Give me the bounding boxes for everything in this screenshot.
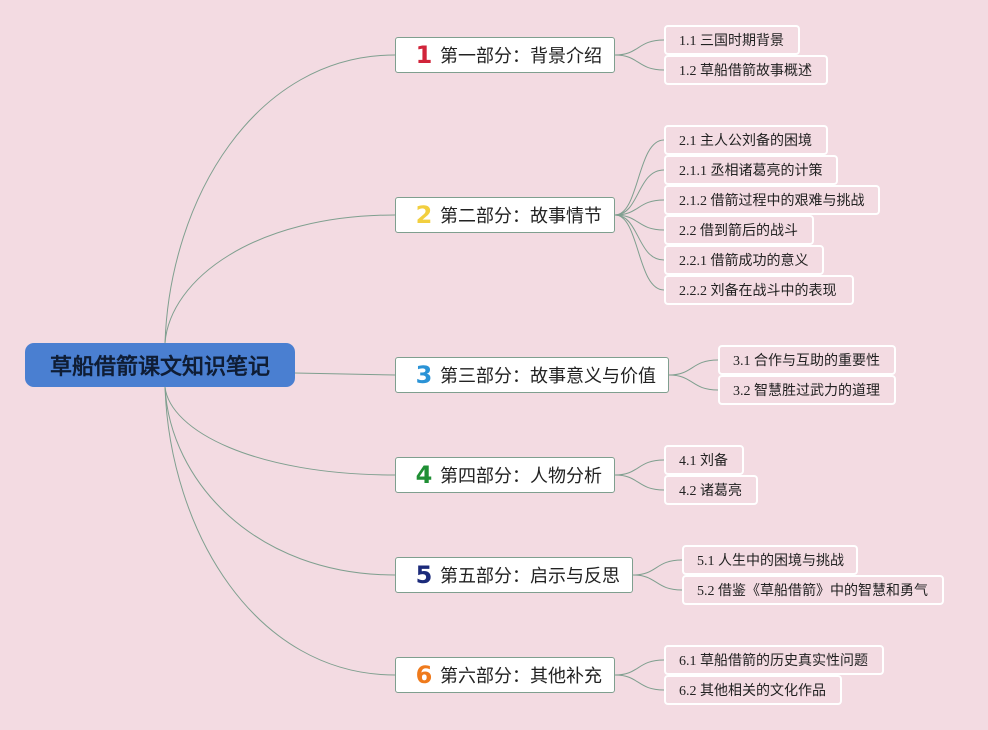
leaf-link-2-2 [614,169,665,216]
leaf-link-4-1 [614,459,665,476]
leaf-3-1[interactable]: 3.1 合作与互助的重要性 [718,345,896,375]
leaf-link-2-6 [614,214,665,291]
branch-label-5: 第五部分：启示与反思 [440,566,620,587]
branch-number-6: 6 [415,661,433,689]
leaf-link-2-1 [614,139,665,216]
leaf-4-1[interactable]: 4.1 刘备 [664,445,744,475]
branch-2[interactable]: 2 第二部分：故事情节 [395,197,615,233]
branch-number-4: 4 [415,461,433,489]
leaf-link-2-5 [614,214,665,261]
root-link-1 [164,54,396,344]
leaf-5-1[interactable]: 5.1 人生中的困境与挑战 [682,545,858,575]
leaf-link-3-2 [668,374,719,391]
leaf-1-2[interactable]: 1.2 草船借箭故事概述 [664,55,828,85]
branch-number-5: 5 [415,561,433,589]
branch-label-4: 第四部分：人物分析 [440,466,602,487]
leaf-5-2[interactable]: 5.2 借鉴《草船借箭》中的智慧和勇气 [682,575,944,605]
leaf-link-2-3 [614,199,665,216]
leaf-4-2[interactable]: 4.2 诸葛亮 [664,475,758,505]
root-link-6 [164,386,396,676]
branch-number-2: 2 [415,201,433,229]
branch-1[interactable]: 1 第一部分：背景介绍 [395,37,615,73]
branch-label-6: 第六部分：其他补充 [440,666,602,687]
root-link-4 [164,386,396,476]
leaf-link-3-1 [668,359,719,376]
root-label: 草船借箭课文知识笔记 [49,355,270,380]
branch-4[interactable]: 4 第四部分：人物分析 [395,457,615,493]
leaf-link-1-2 [614,54,665,71]
leaf-link-5-1 [632,559,683,576]
leaf-link-4-2 [614,474,665,491]
leaf-2-2[interactable]: 2.1.1 丞相诸葛亮的计策 [664,155,838,185]
leaf-link-2-4 [614,214,665,231]
leaf-2-4[interactable]: 2.2 借到箭后的战斗 [664,215,814,245]
branch-3[interactable]: 3 第三部分：故事意义与价值 [395,357,669,393]
branch-label-2: 第二部分：故事情节 [440,206,602,227]
leaf-link-6-2 [614,674,665,691]
leaf-2-6[interactable]: 2.2.2 刘备在战斗中的表现 [664,275,854,305]
branch-number-3: 3 [415,361,433,389]
branch-6[interactable]: 6 第六部分：其他补充 [395,657,615,693]
root-link-3 [294,372,396,376]
branch-number-1: 1 [415,41,433,69]
root-link-2 [164,214,396,344]
leaf-2-5[interactable]: 2.2.1 借箭成功的意义 [664,245,824,275]
branch-label-1: 第一部分：背景介绍 [440,46,602,67]
leaf-1-1[interactable]: 1.1 三国时期背景 [664,25,800,55]
leaf-link-5-2 [632,574,683,591]
leaf-3-2[interactable]: 3.2 智慧胜过武力的道理 [718,375,896,405]
leaf-link-1-1 [614,39,665,56]
branch-5[interactable]: 5 第五部分：启示与反思 [395,557,633,593]
branch-label-3: 第三部分：故事意义与价值 [440,366,656,387]
root-link-5 [164,386,396,576]
leaf-6-1[interactable]: 6.1 草船借箭的历史真实性问题 [664,645,884,675]
root-node[interactable]: 草船借箭课文知识笔记 [25,343,295,387]
leaf-2-1[interactable]: 2.1 主人公刘备的困境 [664,125,828,155]
leaf-2-3[interactable]: 2.1.2 借箭过程中的艰难与挑战 [664,185,880,215]
leaf-6-2[interactable]: 6.2 其他相关的文化作品 [664,675,842,705]
leaf-link-6-1 [614,659,665,676]
